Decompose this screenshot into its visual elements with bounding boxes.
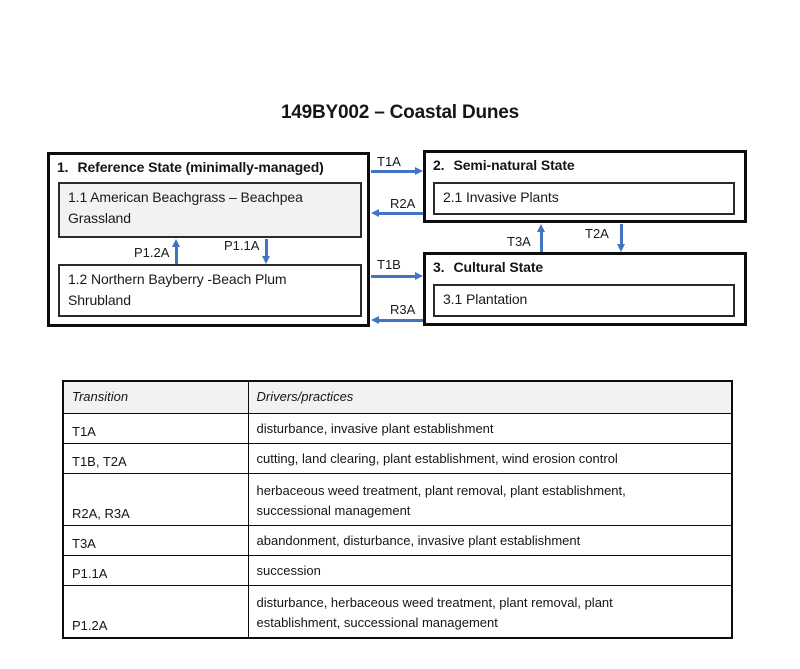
drivers-cell: disturbance, invasive plant establishmen… xyxy=(247,413,733,444)
arrow-label-p11a: P1.1A xyxy=(224,238,260,253)
state-header-cultural: 3. Cultural State xyxy=(433,259,543,275)
state-name: Reference State (minimally-managed) xyxy=(77,159,324,175)
arrow-shaft xyxy=(175,246,178,264)
arrow-label-r3a: R3A xyxy=(390,302,416,317)
transition-cell: T1B, T2A xyxy=(62,443,249,474)
community-box-1-2: 1.2 Northern Bayberry -Beach Plum Shrubl… xyxy=(58,264,362,317)
table-row: T1A disturbance, invasive plant establis… xyxy=(62,413,733,444)
pathway-arrow-p12a xyxy=(172,239,181,264)
arrow-shaft xyxy=(620,224,623,245)
arrow-head xyxy=(537,224,545,232)
arrow-label-r2a: R2A xyxy=(390,196,416,211)
arrow-label-t3a: T3A xyxy=(507,234,531,249)
table-row: T1B, T2A cutting, land clearing, plant e… xyxy=(62,443,733,474)
arrow-shaft xyxy=(371,170,415,173)
community-box-1-1: 1.1 American Beachgrass – Beachpea Grass… xyxy=(58,182,362,238)
transition-cell: T3A xyxy=(62,525,249,556)
arrow-head xyxy=(415,167,423,175)
table-row: R2A, R3A herbaceous weed treatment, plan… xyxy=(62,473,733,526)
state-number: 2. xyxy=(433,157,445,173)
state-number: 1. xyxy=(57,159,69,175)
restoration-arrow-r3a xyxy=(371,316,423,325)
table-row: T3A abandonment, disturbance, invasive p… xyxy=(62,525,733,556)
transition-cell: P1.2A xyxy=(62,585,249,639)
arrow-shaft xyxy=(265,239,268,257)
transition-arrow-t3a xyxy=(537,224,546,252)
drivers-cell: disturbance, herbaceous weed treatment, … xyxy=(247,585,733,639)
arrow-head xyxy=(371,209,379,217)
transition-cell: R2A, R3A xyxy=(62,473,249,526)
community-box-2-1: 2.1 Invasive Plants xyxy=(433,182,735,215)
state-number: 3. xyxy=(433,259,445,275)
arrow-head xyxy=(415,272,423,280)
arrow-label-p12a: P1.2A xyxy=(134,245,170,260)
table-row: P1.2A disturbance, herbaceous weed treat… xyxy=(62,585,733,639)
community-box-3-1: 3.1 Plantation xyxy=(433,284,735,317)
drivers-cell: abandonment, disturbance, invasive plant… xyxy=(247,525,733,556)
table-header-row: Transition Drivers/practices xyxy=(62,380,733,414)
arrow-head xyxy=(617,244,625,252)
arrow-head xyxy=(262,256,270,264)
table-row: P1.1A succession xyxy=(62,555,733,586)
arrow-shaft xyxy=(379,212,423,215)
state-header-semi-natural: 2. Semi-natural State xyxy=(433,157,575,173)
arrow-label-t2a: T2A xyxy=(585,226,609,241)
transition-arrow-t1b xyxy=(371,272,423,281)
drivers-cell: herbaceous weed treatment, plant removal… xyxy=(247,473,733,526)
column-header-drivers: Drivers/practices xyxy=(247,380,733,414)
arrow-shaft xyxy=(379,319,423,322)
arrow-label-t1a: T1A xyxy=(377,154,401,169)
arrow-shaft xyxy=(540,231,543,252)
transition-cell: P1.1A xyxy=(62,555,249,586)
page-title: 149BY002 – Coastal Dunes xyxy=(280,102,520,123)
arrow-shaft xyxy=(371,275,415,278)
column-header-transition: Transition xyxy=(62,380,249,414)
drivers-cell: succession xyxy=(247,555,733,586)
transitions-table: Transition Drivers/practices T1A disturb… xyxy=(62,380,733,639)
drivers-cell: cutting, land clearing, plant establishm… xyxy=(247,443,733,474)
arrow-label-t1b: T1B xyxy=(377,257,401,272)
pathway-arrow-p11a xyxy=(262,239,271,264)
state-name: Cultural State xyxy=(453,259,544,275)
transition-cell: T1A xyxy=(62,413,249,444)
arrow-head xyxy=(172,239,180,247)
state-header-reference: 1. Reference State (minimally-managed) xyxy=(57,159,324,175)
restoration-arrow-r2a xyxy=(371,209,423,218)
transition-arrow-t1a xyxy=(371,167,423,176)
transition-arrow-t2a xyxy=(617,224,626,252)
arrow-head xyxy=(371,316,379,324)
state-name: Semi-natural State xyxy=(453,157,575,173)
